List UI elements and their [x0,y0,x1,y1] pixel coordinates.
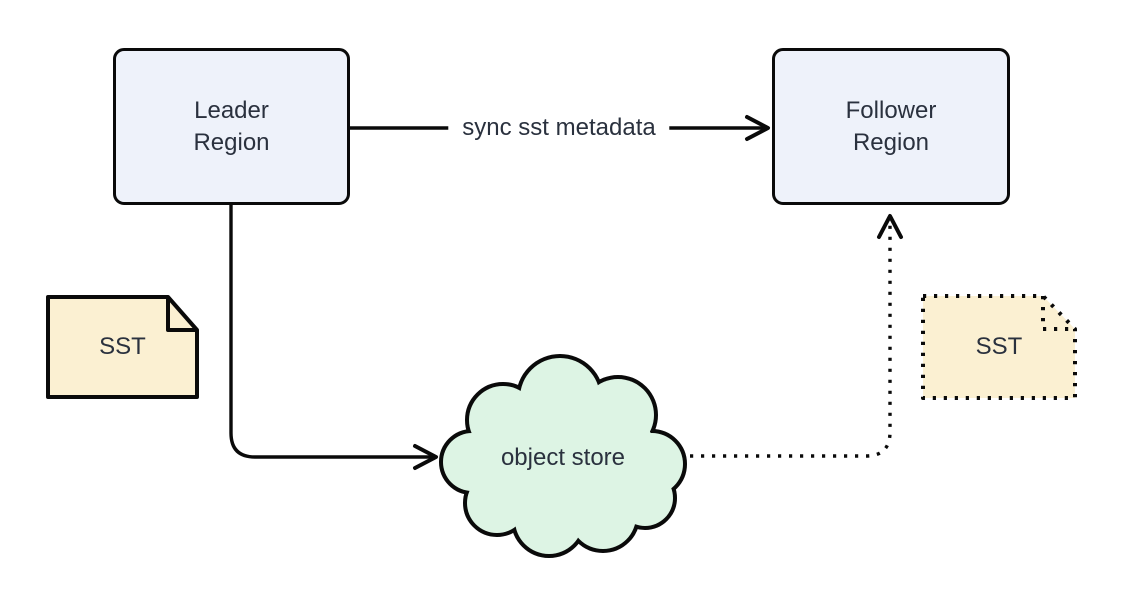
sst-document-right [921,294,1077,400]
sst-document-left-body [46,295,199,399]
sync-metadata-edge-label: sync sst metadata [448,112,670,144]
leader-region-label: Leader Region [193,96,270,156]
sst-document-left [46,295,199,399]
follower-region-node: Follower Region [772,48,1010,205]
leader-region-node: Leader Region [113,48,350,205]
edge-upload-sst [229,205,438,470]
sst-document-right-body [921,294,1077,400]
sst-document-right-fold [1041,296,1075,331]
follower-region-label: Follower Region [845,96,937,156]
object-store-cloud [439,354,687,558]
sst-document-left-fold [166,297,197,332]
edge-download-sst [690,214,903,458]
